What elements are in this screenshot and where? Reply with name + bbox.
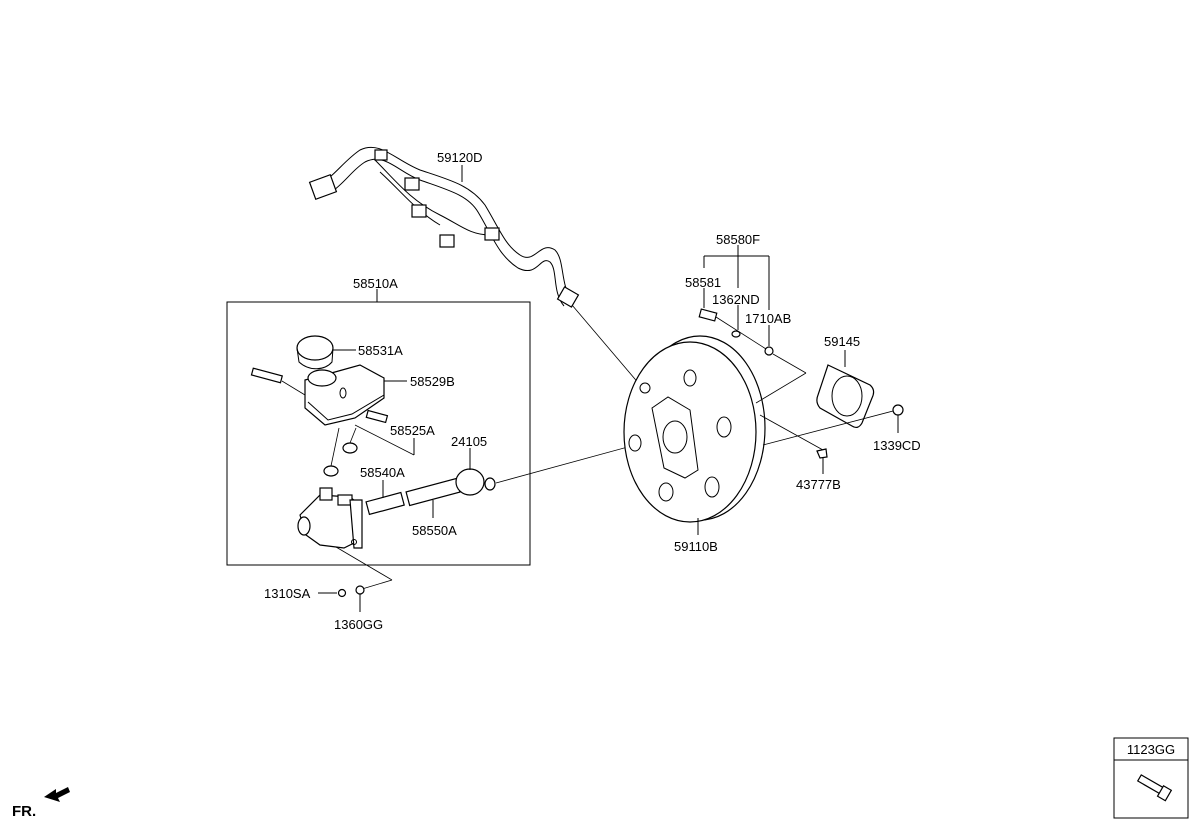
part-label[interactable]: 59110B	[674, 539, 718, 554]
part-label[interactable]: 1362ND	[712, 292, 760, 307]
part-label[interactable]: 59120D	[437, 150, 483, 165]
part-label[interactable]: 1710AB	[745, 311, 791, 326]
front-orientation-label: FR.	[12, 803, 36, 820]
part-label[interactable]: 58525A	[390, 423, 435, 438]
washer[interactable]	[355, 585, 365, 595]
reservoir[interactable]	[304, 364, 385, 426]
reservoir-cap[interactable]	[296, 335, 334, 370]
master-cylinder-body[interactable]	[297, 487, 363, 549]
part-label[interactable]: 1339CD	[873, 438, 921, 453]
part-label[interactable]: 59145	[824, 334, 860, 349]
grommet[interactable]	[342, 442, 358, 454]
clip[interactable]	[764, 346, 774, 356]
part-label[interactable]: 58550A	[412, 523, 457, 538]
gasket-nut[interactable]	[892, 404, 904, 416]
part-label[interactable]: 1310SA	[264, 586, 311, 601]
part-label[interactable]: 58581	[685, 275, 721, 290]
snap-pin[interactable]	[731, 330, 741, 338]
primary-piston[interactable]	[365, 491, 405, 516]
part-label[interactable]: 58510A	[353, 276, 398, 291]
bolt-icon	[1136, 774, 1173, 802]
part-label[interactable]: 43777B	[796, 477, 841, 492]
legend-box: 1123GG	[1113, 737, 1189, 819]
part-label[interactable]: 1360GG	[334, 617, 383, 632]
o-ring[interactable]	[455, 468, 485, 496]
reservoir-pin[interactable]	[365, 409, 389, 424]
front-arrow-icon	[44, 787, 70, 802]
part-label[interactable]: 58540A	[360, 465, 405, 480]
brake-booster[interactable]	[623, 335, 766, 523]
part-label[interactable]: 58529B	[410, 374, 455, 389]
master-cylinder-assembly-box	[226, 301, 531, 566]
reservoir-pin-left[interactable]	[250, 367, 284, 384]
part-label[interactable]: 58580F	[716, 232, 760, 247]
vacuum-hose[interactable]	[308, 146, 580, 308]
seal[interactable]	[484, 477, 496, 491]
clevis-pin[interactable]	[698, 308, 718, 322]
clamp[interactable]	[816, 448, 828, 459]
nut[interactable]	[337, 588, 347, 598]
legend-part-label[interactable]: 1123GG	[1127, 742, 1175, 757]
gasket[interactable]	[816, 364, 875, 429]
grommet[interactable]	[323, 465, 339, 477]
part-label[interactable]: 58531A	[358, 343, 403, 358]
part-label[interactable]: 24105	[451, 434, 487, 449]
